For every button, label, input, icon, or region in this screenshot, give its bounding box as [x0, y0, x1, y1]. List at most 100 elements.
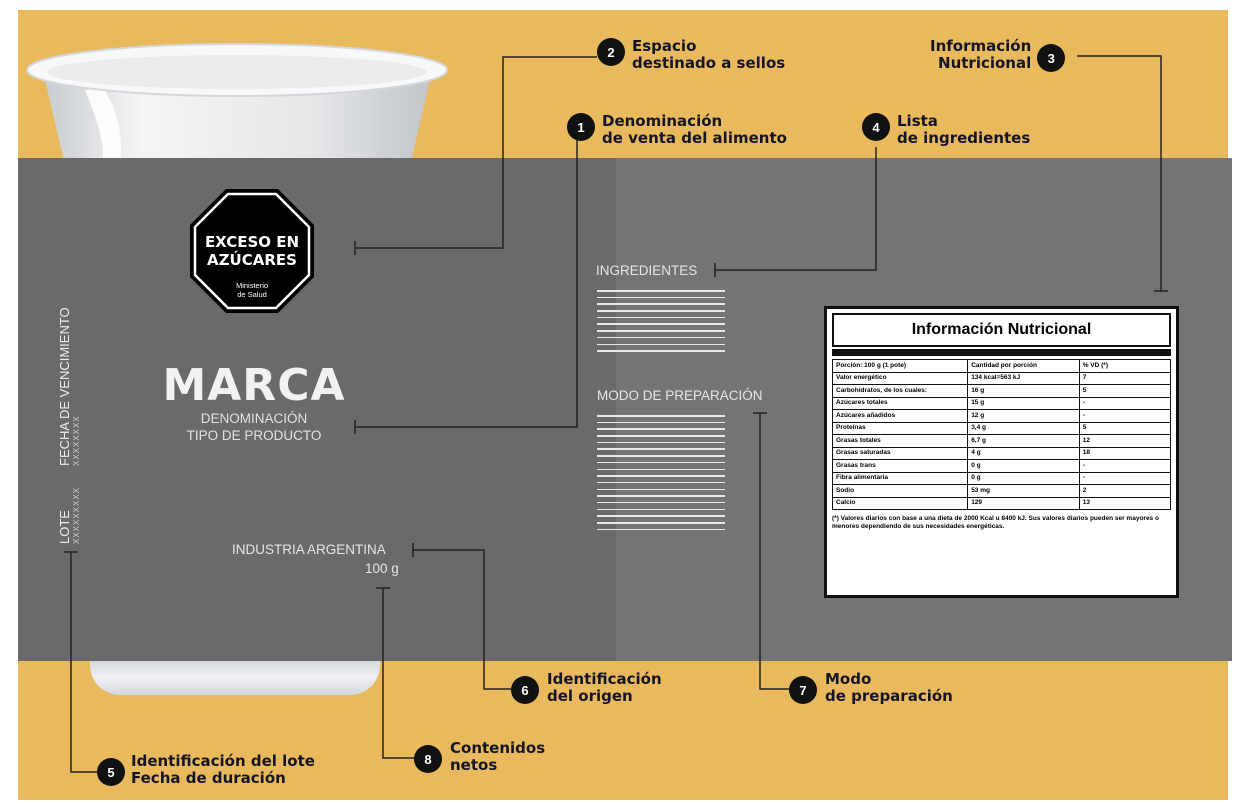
- daily-value-cell: 12: [1078, 434, 1172, 448]
- lot-code: XXXXXXXXX: [72, 486, 81, 544]
- daily-value-cell: 5: [1078, 384, 1172, 398]
- daily-value-cell: 7: [1078, 371, 1172, 385]
- daily-value-cell: % VD (*): [1078, 359, 1172, 373]
- amount-cell: 0 g: [967, 471, 1080, 485]
- seal-line2: AZÚCARES: [207, 251, 297, 269]
- brand-denomination: DENOMINACIÓN: [200, 411, 308, 426]
- callout-line1: Lista: [897, 112, 938, 130]
- daily-value-cell: 2: [1078, 484, 1172, 498]
- nutrition-header-row: Porción: 100 g (1 pote)Cantidad por porc…: [831, 359, 1172, 373]
- amount-cell: 53 mg: [967, 484, 1080, 498]
- preparation-placeholder-lines: [597, 415, 725, 535]
- amount-cell: 16 g: [967, 384, 1080, 398]
- seal-ministry-line2: de Salud: [237, 290, 267, 299]
- octagon-seal-icon: [190, 189, 314, 313]
- ingredients-heading: INGREDIENTES: [596, 263, 698, 278]
- callout-number: 7: [789, 676, 817, 704]
- daily-value-cell: -: [1078, 396, 1172, 410]
- daily-value-cell: -: [1078, 459, 1172, 473]
- nutrition-title: Información Nutricional: [832, 313, 1171, 347]
- callout-line2: Fecha de duración: [131, 769, 286, 787]
- amount-cell: 0 g: [967, 459, 1080, 473]
- callout-line2: destinado a sellos: [632, 54, 786, 72]
- seal-ministry: Ministerio de Salud: [188, 281, 316, 299]
- callout-line1: Información: [930, 37, 1032, 55]
- preparation-heading: MODO DE PREPARACIÓN: [597, 388, 763, 403]
- callout-line2: de venta del alimento: [602, 129, 787, 147]
- daily-value-cell: -: [1078, 409, 1172, 423]
- net-content-text: 100 g: [365, 561, 399, 576]
- nutrient-name-cell: Porción: 100 g (1 pote): [831, 359, 969, 373]
- cup-top-illustration: [26, 43, 448, 165]
- nutrient-name-cell: Proteínas: [831, 421, 969, 435]
- daily-value-cell: 5: [1078, 421, 1172, 435]
- nutrition-title-bar: [832, 349, 1171, 356]
- amount-cell: 129: [967, 496, 1080, 510]
- nutrient-name-cell: Grasas totales: [831, 434, 969, 448]
- expiry-code: XXXXXXXX: [72, 415, 81, 466]
- callout-number: 5: [97, 758, 125, 786]
- callout-line2: de preparación: [825, 687, 953, 705]
- seal-ministry-line1: Ministerio: [235, 281, 269, 290]
- amount-cell: 134 kcal=563 kJ: [967, 371, 1080, 385]
- ingredients-placeholder-lines: [597, 290, 725, 357]
- amount-cell: 4 g: [967, 446, 1080, 460]
- callout-line1: Identificación: [547, 670, 662, 688]
- callout-number: 8: [414, 745, 442, 773]
- amount-cell: Cantidad por porción: [967, 359, 1080, 373]
- callout-line2: netos: [450, 756, 498, 774]
- nutrient-name-cell: Azúcares añadidos: [831, 409, 969, 423]
- callout-line1: Espacio: [632, 37, 697, 55]
- nutrient-name-cell: Grasas trans: [831, 459, 969, 473]
- lot-text: LOTE: [57, 510, 72, 544]
- daily-value-cell: -: [1078, 471, 1172, 485]
- daily-value-cell: 18: [1078, 446, 1172, 460]
- brand-product-type: TIPO DE PRODUCTO: [186, 428, 322, 443]
- nutrition-grid: Porción: 100 g (1 pote)Cantidad por porc…: [831, 359, 1172, 510]
- amount-cell: 3,4 g: [967, 421, 1080, 435]
- callout-line2: del origen: [547, 687, 633, 705]
- callout-number: 6: [511, 676, 539, 704]
- daily-value-cell: 13: [1078, 496, 1172, 510]
- label-left-panel: [18, 158, 616, 661]
- nutrient-name-cell: Valor energético: [831, 371, 969, 385]
- nutrient-name-cell: Azúcares totales: [831, 396, 969, 410]
- origin-text: INDUSTRIA ARGENTINA: [232, 542, 386, 557]
- nutrient-name-cell: Calcio: [831, 496, 969, 510]
- callout-line1: Contenidos: [450, 739, 546, 757]
- brand-block: MARCA DENOMINACIÓN TIPO DE PRODUCTO: [150, 362, 358, 444]
- lot-label: LOTE XXXXXXXXX: [57, 487, 81, 544]
- cup-bottom-illustration: [90, 655, 380, 695]
- brand-name: MARCA: [162, 360, 346, 411]
- seal-line1: EXCESO EN: [204, 233, 300, 251]
- callout-line1: Identificación del lote: [131, 752, 315, 770]
- nutrition-footnote: (*) Valores diarios con base a una dieta…: [832, 515, 1159, 530]
- callout-line2: de ingredientes: [897, 129, 1031, 147]
- callout-line2: Nutricional: [938, 54, 1032, 72]
- amount-cell: 12 g: [967, 409, 1080, 423]
- callout-line1: Denominación: [602, 112, 723, 130]
- nutrient-name-cell: Carbohidratos, de los cuales:: [831, 384, 969, 398]
- callout-number: 3: [1037, 44, 1066, 72]
- nutrient-name-cell: Sodio: [831, 484, 969, 498]
- callout-line1: Modo: [825, 670, 872, 688]
- callout-number: 4: [862, 113, 890, 141]
